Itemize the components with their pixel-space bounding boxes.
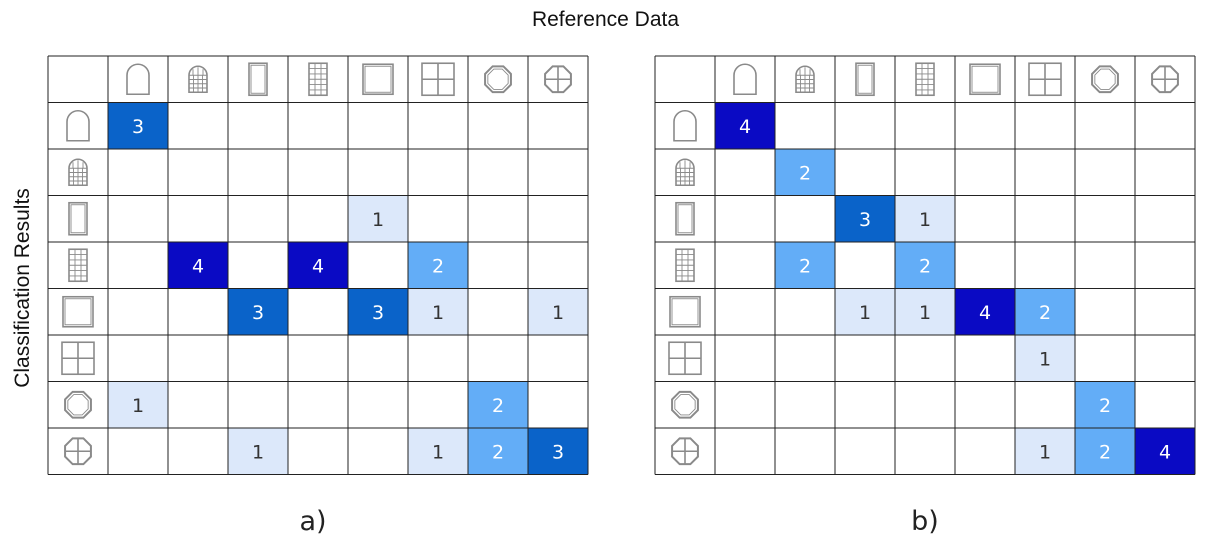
- matrix-cell: [895, 242, 955, 289]
- cell-value-label: 3: [372, 302, 384, 324]
- cell-value-label: 1: [432, 441, 444, 463]
- matrix-cell: [715, 102, 775, 149]
- four-pane-window-icon: [1028, 62, 1062, 97]
- narrow-grid-window-icon: [675, 248, 695, 283]
- cell-value-label: 1: [372, 209, 384, 231]
- narrow-window-icon: [675, 201, 695, 236]
- cell-value-label: 1: [1039, 348, 1051, 370]
- matrix-cell: [775, 242, 835, 289]
- matrix-cell: [288, 242, 348, 289]
- matrix-cell: [835, 288, 895, 335]
- square-window-icon: [969, 63, 1001, 96]
- matrix-cell: [468, 381, 528, 428]
- cell-value-label: 2: [1099, 395, 1111, 417]
- cell-value-label: 3: [132, 116, 144, 138]
- arched-window-icon: [66, 110, 90, 142]
- cell-value-label: 1: [432, 302, 444, 324]
- matrix-cell: [408, 242, 468, 289]
- matrix-cell: [955, 288, 1015, 335]
- cell-value-label: 1: [132, 395, 144, 417]
- cell-value-label: 2: [799, 162, 811, 184]
- octagon-cross-window-icon: [544, 65, 572, 94]
- octagon-cross-window-icon: [671, 437, 699, 466]
- cell-value-label: 2: [919, 255, 931, 277]
- cell-value-label: 1: [919, 209, 931, 231]
- matrix-cell: [1015, 428, 1075, 475]
- matrix-cell: [1015, 288, 1075, 335]
- arched-window-icon: [673, 110, 697, 142]
- narrow-grid-window-icon: [915, 62, 935, 97]
- cell-value-label: 1: [552, 302, 564, 324]
- matrix-cell: [108, 102, 168, 149]
- narrow-window-icon: [68, 201, 88, 236]
- narrow-window-icon: [855, 62, 875, 97]
- cell-value-label: 1: [1039, 441, 1051, 463]
- cell-value-label: 3: [252, 302, 264, 324]
- cell-value-label: 4: [312, 255, 324, 277]
- square-window-icon: [62, 295, 94, 328]
- matrix-cell: [528, 428, 588, 475]
- matrix-cell: [168, 242, 228, 289]
- matrix-cell: [1015, 335, 1075, 382]
- narrow-grid-window-icon: [68, 248, 88, 283]
- cell-value-label: 4: [739, 116, 751, 138]
- narrow-grid-window-icon: [308, 62, 328, 97]
- cell-value-label: 1: [859, 302, 871, 324]
- matrix-cell: [408, 288, 468, 335]
- matrix-cell: [528, 288, 588, 335]
- cell-value-label: 3: [859, 209, 871, 231]
- octagon-window-icon: [671, 390, 699, 419]
- subfigure-label-a: a): [299, 506, 327, 537]
- arched-grid-window-icon: [675, 158, 695, 187]
- matrix-cell: [348, 195, 408, 242]
- arched-grid-window-icon: [188, 65, 208, 94]
- narrow-window-icon: [248, 62, 268, 97]
- cell-value-label: 3: [552, 441, 564, 463]
- matrix-cell: [1075, 428, 1135, 475]
- arched-grid-window-icon: [68, 158, 88, 187]
- octagon-cross-window-icon: [1151, 65, 1179, 94]
- matrix-cell: [1135, 428, 1195, 475]
- cell-value-label: 1: [919, 302, 931, 324]
- square-window-icon: [362, 63, 394, 96]
- cell-value-label: 2: [492, 395, 504, 417]
- matrix-cell: [468, 428, 528, 475]
- cell-value-label: 4: [192, 255, 204, 277]
- matrix-cell: [228, 288, 288, 335]
- cell-value-label: 2: [432, 255, 444, 277]
- cell-value-label: 4: [1159, 441, 1171, 463]
- four-pane-window-icon: [421, 62, 455, 97]
- matrix-cell: [775, 149, 835, 196]
- cell-value-label: 2: [1099, 441, 1111, 463]
- cell-value-label: 2: [1039, 302, 1051, 324]
- cell-value-label: 1: [252, 441, 264, 463]
- arched-grid-window-icon: [795, 65, 815, 94]
- octagon-window-icon: [1091, 65, 1119, 94]
- cell-value-label: 2: [799, 255, 811, 277]
- arched-window-icon: [733, 63, 757, 96]
- matrix-cell: [895, 195, 955, 242]
- octagon-window-icon: [64, 390, 92, 419]
- four-pane-window-icon: [668, 341, 702, 376]
- subfigure-label-b: b): [911, 506, 939, 537]
- matrix-cell: [895, 288, 955, 335]
- square-window-icon: [669, 295, 701, 328]
- matrix-cell: [348, 288, 408, 335]
- cell-value-label: 2: [492, 441, 504, 463]
- arched-window-icon: [126, 63, 150, 96]
- matrix-cell: [835, 195, 895, 242]
- matrix-cell: [408, 428, 468, 475]
- matrix-cell: [228, 428, 288, 475]
- matrix-cell: [108, 381, 168, 428]
- octagon-cross-window-icon: [64, 437, 92, 466]
- matrix-cell: [1075, 381, 1135, 428]
- cell-value-label: 4: [979, 302, 991, 324]
- four-pane-window-icon: [61, 341, 95, 376]
- reference-data-title: Reference Data: [531, 8, 680, 31]
- octagon-window-icon: [484, 65, 512, 94]
